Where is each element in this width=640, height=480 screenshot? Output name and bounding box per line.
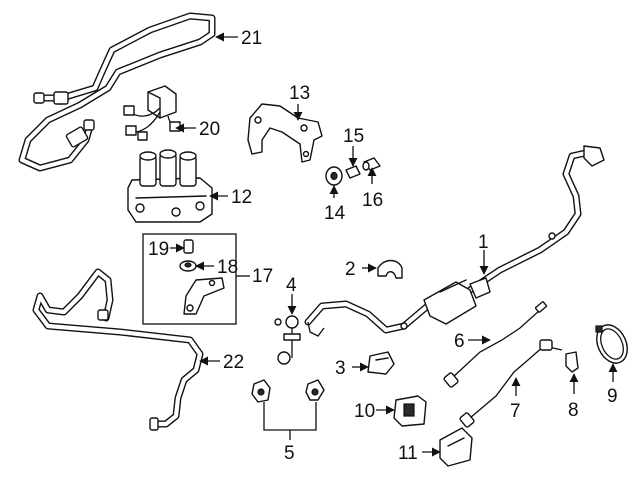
leader-lines: [170, 32, 618, 457]
callout-22: 22: [223, 352, 244, 373]
callout-10: 10: [354, 401, 375, 422]
callout-3: 3: [335, 358, 346, 379]
callout-labels: 21 20 12 13 14 15 16 1 2 19 18 17 4 22 3…: [148, 28, 618, 464]
callout-17: 17: [252, 266, 273, 287]
callout-13: 13: [289, 83, 310, 104]
part-20-wiring-harness[interactable]: [123, 85, 187, 141]
callout-9: 9: [607, 386, 618, 407]
part-15-bushing[interactable]: [345, 165, 361, 179]
part-17-lever[interactable]: [183, 277, 225, 315]
callout-20: 20: [199, 119, 220, 140]
callout-8: 8: [568, 400, 579, 421]
callout-6: 6: [454, 331, 465, 352]
callout-18: 18: [217, 257, 238, 278]
callout-16: 16: [362, 190, 383, 211]
part-5-nut-left[interactable]: [251, 379, 271, 403]
part-3-insulator[interactable]: [367, 351, 395, 375]
part-22-tube[interactable]: [32, 268, 204, 431]
part-7-oxygen-sensor[interactable]: [459, 339, 563, 428]
part-9-clamp[interactable]: [591, 320, 633, 368]
callout-15: 15: [343, 126, 364, 147]
part-10-insulator[interactable]: [393, 395, 427, 427]
part-1-exhaust-pipe-assembly[interactable]: [304, 145, 605, 337]
callout-21: 21: [241, 28, 262, 49]
part-16-sleeve[interactable]: [362, 157, 381, 171]
part-5-nut-right[interactable]: [305, 379, 325, 401]
callout-12: 12: [231, 187, 252, 208]
callout-14: 14: [324, 203, 346, 224]
kit-box-17: [142, 233, 237, 325]
part-4-stabilizer-link[interactable]: [274, 315, 301, 365]
callout-19: 19: [148, 239, 169, 260]
part-13-bracket[interactable]: [247, 103, 323, 163]
part-14-grommet[interactable]: [325, 166, 343, 186]
part-21-hose-assembly[interactable]: [18, 12, 216, 172]
part-19-pin[interactable]: [183, 239, 194, 254]
callout-7: 7: [510, 401, 521, 422]
callout-5: 5: [284, 443, 295, 464]
leader-5-bracket: [263, 402, 317, 431]
part-8-clip[interactable]: [565, 351, 579, 373]
part-12-valve-block[interactable]: [127, 149, 213, 223]
part-6-oxygen-sensor[interactable]: [443, 301, 548, 388]
part-11-heat-shield[interactable]: [439, 427, 473, 467]
callout-4: 4: [286, 275, 297, 296]
callout-2: 2: [345, 259, 356, 280]
callout-11: 11: [398, 443, 418, 464]
part-2-hanger[interactable]: [377, 259, 403, 279]
callout-1: 1: [478, 232, 489, 253]
part-18-washer[interactable]: [179, 260, 197, 272]
